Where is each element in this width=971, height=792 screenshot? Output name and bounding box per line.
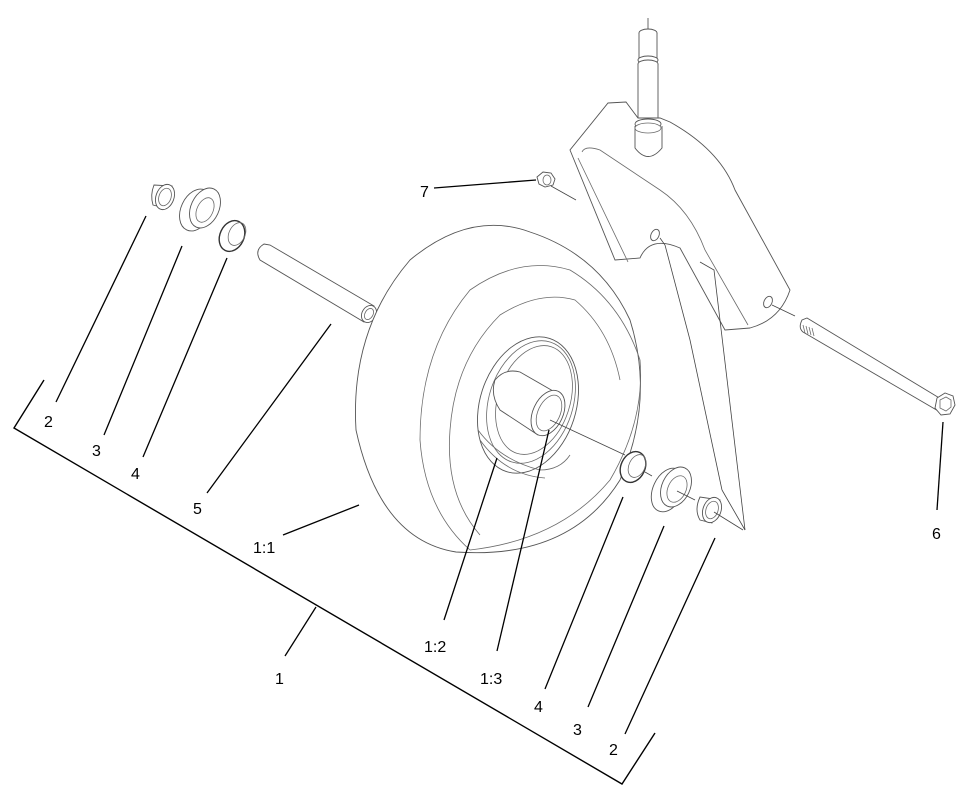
- wheel-part: [355, 224, 641, 554]
- leader-lines: [55, 179, 944, 735]
- callout-labels: 2 3 4 5 7 1:1 1 1:2 1:3 4 3 2 6: [44, 184, 941, 759]
- spacer-right-part: [696, 496, 744, 531]
- callout-seal-left: 3: [92, 443, 101, 460]
- callout-spacer-left: 2: [44, 414, 53, 431]
- callout-assembly: 1: [275, 671, 284, 688]
- callout-tire: 1:1: [253, 540, 275, 557]
- seal-left-part: [179, 187, 221, 232]
- seal-right-part: [650, 466, 696, 513]
- callout-hub-bearing: 1:3: [480, 671, 502, 688]
- callout-wheel-rim: 1:2: [424, 639, 446, 656]
- caster-fork: [569, 18, 791, 531]
- bearing-cone-right-part: [619, 450, 653, 484]
- callout-seal-right: 3: [573, 722, 582, 739]
- bolt-part: [771, 304, 956, 416]
- spacer-left-part: [151, 183, 176, 211]
- callout-bearing-cone-left: 4: [131, 466, 140, 483]
- bearing-cone-left-part: [218, 219, 247, 253]
- callout-axle-tube: 5: [193, 501, 202, 518]
- assembly-bracket: [13, 379, 656, 785]
- callout-bearing-cone-right: 4: [534, 699, 543, 716]
- callout-bolt: 6: [932, 526, 941, 543]
- callout-spacer-right: 2: [609, 742, 618, 759]
- callout-nut: 7: [420, 184, 429, 201]
- axle-tube-part: [257, 243, 383, 323]
- nut-part: [536, 171, 577, 201]
